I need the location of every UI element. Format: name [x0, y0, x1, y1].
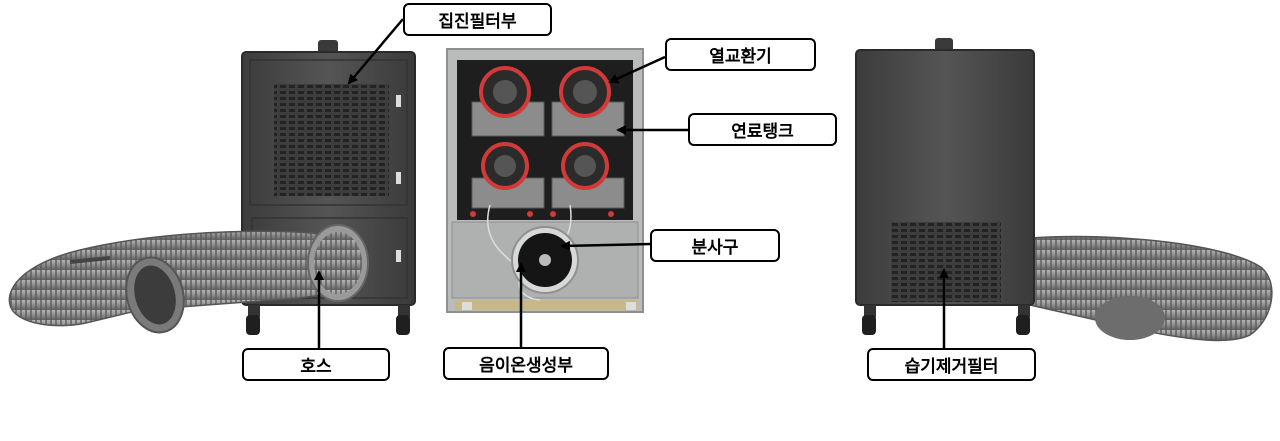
latch — [396, 172, 401, 184]
center-unit — [446, 48, 644, 313]
heater-top-right — [551, 66, 625, 137]
left-wheels — [246, 305, 410, 335]
latch — [396, 95, 401, 107]
left-hose — [8, 224, 369, 334]
upper-panel — [249, 59, 408, 206]
indicator-lights — [470, 211, 614, 217]
right-hose — [1029, 235, 1273, 342]
left-unit — [8, 40, 416, 335]
arrow-dust-filter — [347, 18, 404, 85]
top-handle — [935, 38, 953, 52]
heater-top-left — [471, 66, 545, 137]
callout-arrows — [314, 18, 949, 348]
arrow-heat-exchanger — [608, 55, 666, 84]
hose-end — [1095, 296, 1165, 340]
base-board — [455, 300, 637, 310]
heater-bottom-left — [471, 142, 545, 209]
right-wheels — [862, 305, 1030, 335]
caster — [462, 302, 472, 310]
right-unit — [855, 38, 1273, 342]
label-nozzle: 분사구 — [650, 229, 780, 262]
arrow-nozzle — [560, 240, 651, 251]
label-hose: 호스 — [242, 348, 390, 381]
caster — [626, 302, 636, 310]
label-dehumidify-filter: 습기제거필터 — [867, 348, 1036, 381]
dust-filter-grille — [274, 84, 389, 196]
label-anion-generator: 음이온생성부 — [443, 347, 609, 380]
latch — [396, 250, 401, 262]
label-dust-filter: 집진필터부 — [403, 3, 552, 36]
top-handle — [318, 40, 338, 54]
heater-bottom-right — [551, 142, 625, 209]
label-heat-exchanger: 열교환기 — [665, 38, 816, 71]
label-fuel-tank: 연료탱크 — [688, 113, 837, 146]
dehumidify-filter-grille — [891, 222, 1001, 302]
